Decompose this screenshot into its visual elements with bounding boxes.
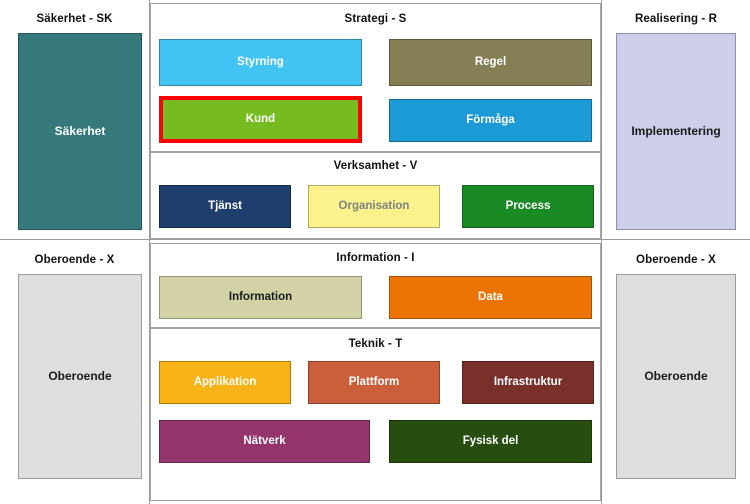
column-left-bottom-title: Oberoende - X	[34, 254, 115, 266]
panel-teknik: Teknik - T Applikation Plattform Infrast…	[150, 328, 601, 501]
column-right-bottom: Oberoende - X Oberoende	[602, 240, 750, 504]
panel-verksamhet: Verksamhet - V Tjänst Organisation Proce…	[150, 152, 601, 239]
box-information[interactable]: Information	[159, 276, 362, 319]
panel-information: Information - I Information Data	[150, 243, 601, 328]
box-natverk[interactable]: Nätverk	[159, 420, 370, 463]
panel-strategi-title: Strategi - S	[344, 13, 407, 25]
box-organisation[interactable]: Organisation	[308, 185, 440, 228]
box-infrastruktur[interactable]: Infrastruktur	[462, 361, 594, 404]
box-process[interactable]: Process	[462, 185, 594, 228]
column-right-bottom-title: Oberoende - X	[636, 254, 716, 266]
box-implementering[interactable]: Implementering	[616, 33, 736, 230]
divider-vertical-left	[149, 0, 150, 504]
column-left-top: Säkerhet - SK Säkerhet	[0, 0, 149, 239]
divider-horizontal-left	[0, 239, 149, 240]
box-tjanst[interactable]: Tjänst	[159, 185, 291, 228]
divider-horizontal-right	[602, 239, 750, 240]
box-plattform[interactable]: Plattform	[308, 361, 440, 404]
box-sakerhet[interactable]: Säkerhet	[18, 33, 142, 230]
box-fysisk-del[interactable]: Fysisk del	[389, 420, 592, 463]
panel-verksamhet-title: Verksamhet - V	[333, 160, 418, 172]
box-applikation[interactable]: Applikation	[159, 361, 291, 404]
box-styrning[interactable]: Styrning	[159, 39, 362, 86]
box-data[interactable]: Data	[389, 276, 592, 319]
column-right-top: Realisering - R Implementering	[602, 0, 750, 239]
box-oberoende-left[interactable]: Oberoende	[18, 274, 142, 479]
divider-vertical-right	[601, 0, 602, 504]
box-formaga[interactable]: Förmåga	[389, 99, 592, 142]
column-right-top-title: Realisering - R	[634, 13, 718, 25]
column-left-top-title: Säkerhet - SK	[36, 13, 113, 25]
box-kund[interactable]: Kund	[159, 96, 362, 143]
panel-information-title: Information - I	[336, 252, 415, 264]
box-oberoende-right[interactable]: Oberoende	[616, 274, 736, 479]
box-regel[interactable]: Regel	[389, 39, 592, 86]
divider-horizontal-center	[150, 239, 601, 240]
panel-strategi: Strategi - S Styrning Regel Kund Förmåga	[150, 3, 601, 152]
column-left-bottom: Oberoende - X Oberoende	[0, 240, 149, 504]
panel-teknik-title: Teknik - T	[348, 338, 403, 350]
